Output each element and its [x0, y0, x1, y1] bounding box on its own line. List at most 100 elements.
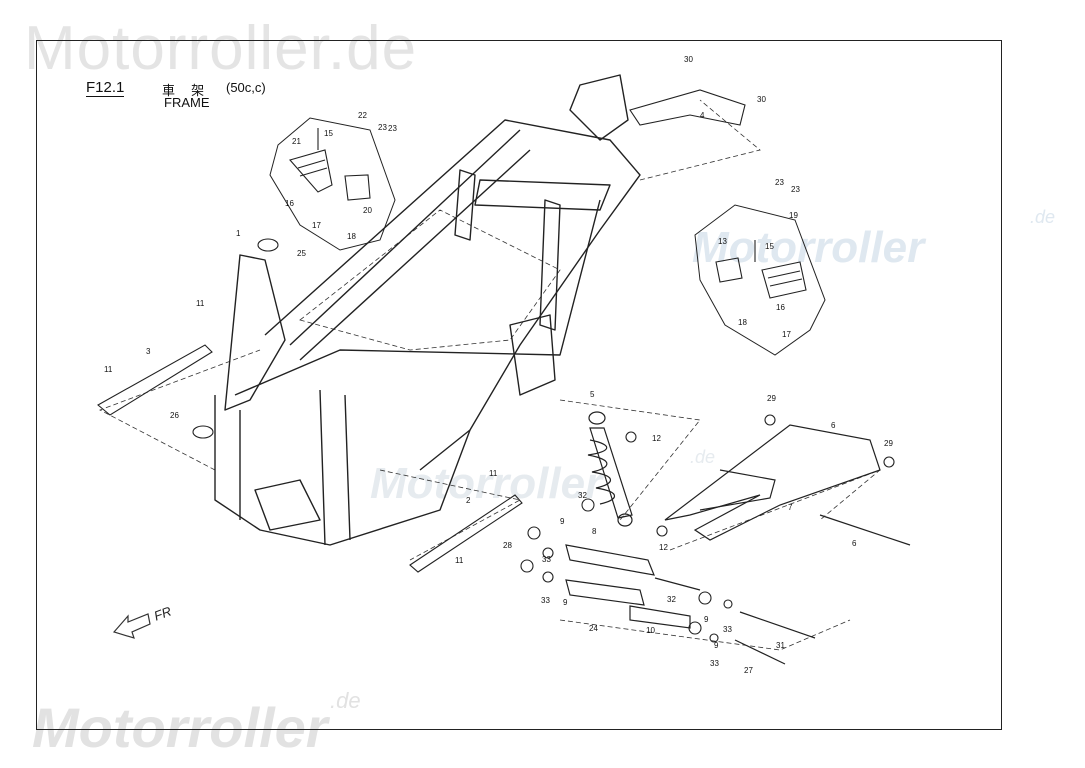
- footrest-right-bracket: [715, 257, 743, 283]
- footrest-left-box: [269, 117, 396, 251]
- bracket-4: [629, 89, 746, 126]
- part-number-11: 11: [196, 299, 205, 308]
- part-number-23: 23: [378, 123, 387, 132]
- outline-bracket-3: [99, 349, 261, 471]
- shock-absorber: [587, 411, 633, 527]
- part-number-30: 30: [757, 95, 766, 104]
- part-number-16: 16: [776, 303, 785, 312]
- grommet-26: [192, 425, 214, 439]
- bracket-3: [97, 344, 213, 416]
- bolt-27: [734, 639, 786, 665]
- part-number-22: 22: [358, 111, 367, 120]
- part-number-10: 10: [646, 626, 655, 635]
- part-number-11: 11: [489, 469, 498, 478]
- part-number-1: 1: [236, 229, 241, 238]
- part-number-33: 33: [542, 555, 551, 564]
- frame-lower-loop: [214, 395, 471, 546]
- frame-post-left: [454, 169, 476, 241]
- part-number-29: 29: [767, 394, 776, 403]
- part-number-6: 6: [852, 539, 857, 548]
- watermark-right-suffix: .de: [1030, 207, 1056, 227]
- part-number-4: 4: [700, 111, 705, 120]
- part-number-21: 21: [292, 137, 301, 146]
- rod-6: [819, 514, 911, 546]
- part-number-25: 25: [297, 249, 306, 258]
- footrest-left-parts: [289, 128, 371, 201]
- part-number-11: 11: [455, 556, 464, 565]
- part-number-17: 17: [782, 330, 791, 339]
- frame-upper-rail: [264, 119, 641, 471]
- part-number-16: 16: [285, 199, 294, 208]
- rod-31: [739, 611, 816, 639]
- part-number-32: 32: [578, 491, 587, 500]
- part-number-18: 18: [347, 232, 356, 241]
- diagram-border: [36, 40, 1002, 730]
- part-number-12: 12: [659, 543, 668, 552]
- frame-cross-rail: [234, 199, 601, 396]
- part-number-24: 24: [589, 624, 598, 633]
- part-number-12: 12: [652, 434, 661, 443]
- part-number-11: 11: [104, 365, 113, 374]
- frame-floor-plate: [254, 479, 321, 531]
- footrest-left-pedal: [289, 149, 333, 193]
- part-number-32: 32: [667, 595, 676, 604]
- watermark-bottom: Motorroller: [32, 696, 328, 759]
- diagram-code: F12.1: [86, 79, 125, 97]
- part-number-13: 13: [718, 237, 727, 246]
- swing-arm: [664, 424, 881, 541]
- diagram-title: FRAME: [164, 95, 210, 110]
- part-number-15: 15: [324, 129, 333, 138]
- diagram-title-cjk: 車 架: [162, 84, 211, 99]
- part-number-2: 2: [466, 496, 471, 505]
- part-number-6: 6: [831, 421, 836, 430]
- watermark-middle-suffix: .de: [690, 447, 716, 467]
- part-number-labels: 1234566789999101111111112121315151616171…: [104, 55, 893, 675]
- part-number-9: 9: [560, 517, 565, 526]
- footrest-right-parts: [715, 240, 807, 299]
- grommet-25: [257, 238, 279, 252]
- bracket-2: [409, 494, 523, 573]
- frame-rear-bracket: [569, 74, 629, 141]
- pipe-32: [654, 577, 701, 591]
- frame-head-tube: [224, 254, 286, 411]
- part-number-30: 30: [684, 55, 693, 64]
- part-number-33: 33: [710, 659, 719, 668]
- frame-rear-crossmember: [474, 179, 611, 211]
- part-number-33: 33: [541, 596, 550, 605]
- part-number-3: 3: [146, 347, 151, 356]
- bushing-lower: [565, 579, 645, 606]
- watermark-bottom-suffix: .de: [330, 688, 361, 713]
- frame-down-tubes: [239, 389, 351, 546]
- fasteners: [192, 238, 895, 643]
- part-number-19: 19: [789, 211, 798, 220]
- part-number-7: 7: [788, 503, 793, 512]
- frame-engine-mount: [509, 314, 556, 396]
- part-number-29: 29: [884, 439, 893, 448]
- outline-shock: [559, 399, 701, 521]
- part-number-9: 9: [714, 641, 719, 650]
- footrest-left-bracket: [344, 174, 371, 201]
- part-number-31: 31: [776, 641, 785, 650]
- part-number-20: 20: [363, 206, 372, 215]
- pipe-10: [629, 605, 691, 629]
- part-number-8: 8: [592, 527, 597, 536]
- frame-post-right: [539, 199, 561, 331]
- part-number-18: 18: [738, 318, 747, 327]
- part-number-15: 15: [765, 242, 774, 251]
- part-number-5: 5: [590, 390, 595, 399]
- explosion-outlines: [99, 99, 881, 651]
- diagram-spec: (50c,c): [226, 80, 266, 95]
- part-number-9: 9: [704, 615, 709, 624]
- part-number-23: 23: [775, 178, 784, 187]
- outline-axle: [559, 619, 851, 651]
- part-number-23: 23: [388, 124, 397, 133]
- watermark-right: Motorroller: [692, 223, 925, 272]
- part-number-23: 23: [791, 185, 800, 194]
- outline-frame-top: [299, 209, 561, 351]
- outline-bracket-4: [639, 99, 761, 181]
- watermark-middle: Motorroller: [370, 459, 603, 508]
- part-number-17: 17: [312, 221, 321, 230]
- watermark-top: Motorroller.de: [24, 14, 418, 83]
- footrest-right-box: [694, 204, 826, 356]
